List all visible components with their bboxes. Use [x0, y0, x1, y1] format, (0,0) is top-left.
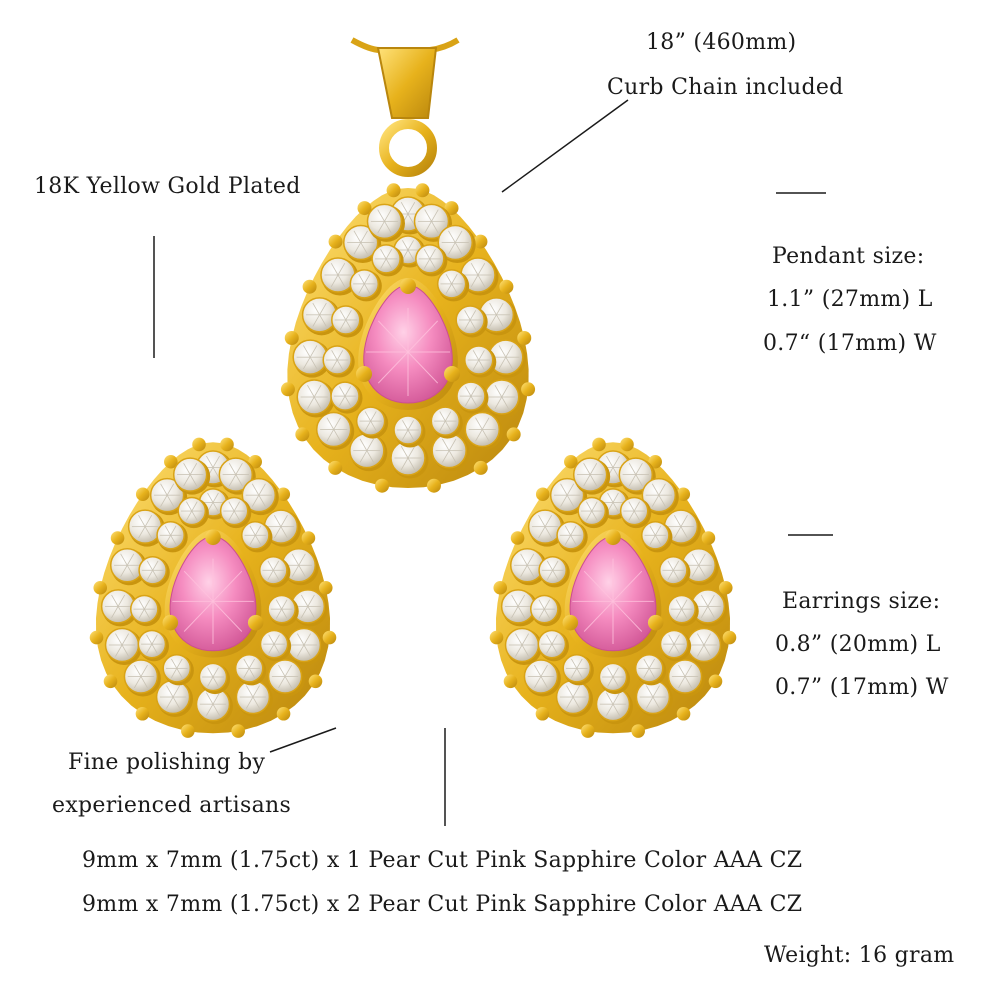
chain-leader-line: [501, 99, 629, 193]
earring-right: [489, 437, 737, 738]
pendant-width-label: 0.7“ (17mm) W: [763, 331, 937, 356]
polish-leader-line: [269, 727, 337, 753]
pendant-stone-spec: 9mm x 7mm (1.75ct) x 1 Pear Cut Pink Sap…: [82, 848, 803, 873]
chain-type-label: Curb Chain included: [607, 75, 844, 100]
earrings-width-label: 0.7” (17mm) W: [775, 675, 949, 700]
pendant-size-heading: Pendant size:: [772, 244, 925, 269]
polish-label-line1: Fine polishing by: [68, 750, 266, 775]
plating-label: 18K Yellow Gold Plated: [34, 174, 301, 199]
earring-stones-spec: 9mm x 7mm (1.75ct) x 2 Pear Cut Pink Sap…: [82, 892, 803, 917]
pendant-length-label: 1.1” (27mm) L: [767, 287, 933, 312]
polish-label-line2: experienced artisans: [52, 793, 292, 818]
earrings-length-label: 0.8” (20mm) L: [775, 632, 941, 657]
earrings-size-heading: Earrings size:: [782, 589, 941, 614]
earring-left: [89, 437, 337, 738]
chain-length-label: 18” (460mm): [646, 30, 797, 55]
pendant-bail: [376, 47, 438, 177]
pendant: [280, 183, 536, 493]
weight-label: Weight: 16 gram: [764, 943, 955, 968]
